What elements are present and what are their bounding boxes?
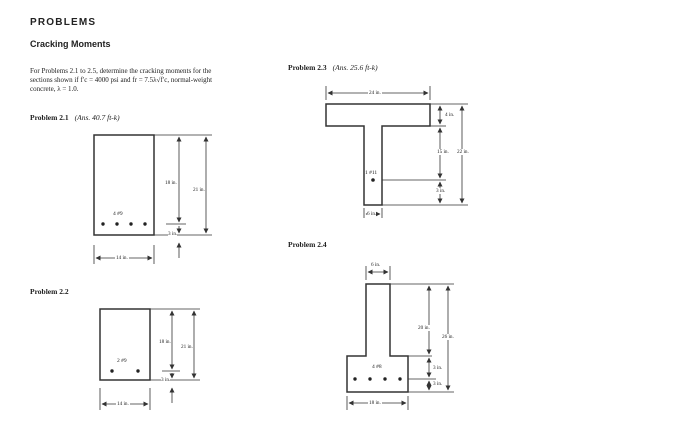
beam-2-4-cover-bot-dim: 3 in. <box>433 381 443 387</box>
intro-line-2: sections shown if f′c = 4000 psi and fr … <box>30 76 213 84</box>
beam-2-4-section <box>346 283 409 393</box>
beam-2-3-flange-width-dim: 24 in. <box>368 90 382 96</box>
beam-2-3-web-width-dim: 6 in. <box>367 211 377 217</box>
beam-2-3-section <box>325 103 431 206</box>
beam-2-2-width-dim: 14 in. <box>116 401 130 407</box>
problem-2-2-label: Problem 2.2 <box>30 287 69 296</box>
beam-2-4-rebar <box>353 377 402 381</box>
beam-2-4-base-width-dim: 18 in. <box>368 400 382 406</box>
problem-2-1-label: Problem 2.1(Ans. 40.7 ft-k) <box>30 113 120 122</box>
beam-2-1-rebar <box>101 222 147 226</box>
beam-2-3-d-dim: 15 in. <box>437 149 449 155</box>
beam-2-1-cover-dim: 3 in. <box>168 231 178 237</box>
problem-2-1-answer: (Ans. 40.7 ft-k) <box>74 113 120 122</box>
beam-2-4-web-width-dim: 6 in. <box>371 262 381 268</box>
beam-2-4-cover-top-dim: 3 in. <box>433 365 443 371</box>
beam-2-2-cover-dim: 3 in. <box>161 377 171 383</box>
beam-2-2-bar-label: 2 #9 <box>117 358 127 364</box>
intro-line-1: For Problems 2.1 to 2.5, determine the c… <box>30 67 212 75</box>
problem-2-4-label: Problem 2.4 <box>288 240 327 249</box>
beam-2-4-bar-label: 4 #8 <box>372 364 382 370</box>
beam-2-3-h-dim: 22 in. <box>457 149 469 155</box>
beam-2-1-h-dim: 21 in. <box>193 187 205 193</box>
beam-2-1-bar-label: 4 #9 <box>113 211 123 217</box>
beam-2-3-rebar <box>371 178 375 182</box>
beam-2-2-h-dim: 21 in. <box>181 344 193 350</box>
section-title: PROBLEMS <box>30 17 97 28</box>
beam-2-2-section <box>99 308 151 381</box>
beam-2-3-flange-thk-dim: 4 in. <box>445 112 455 118</box>
beam-2-1-d-dim: 18 in. <box>165 180 177 186</box>
subsection-title: Cracking Moments <box>30 39 111 49</box>
beam-2-3-cover-dim: 3 in. <box>436 188 446 194</box>
beam-2-1-section <box>93 134 155 236</box>
intro-paragraph: For Problems 2.1 to 2.5, determine the c… <box>30 67 285 94</box>
beam-2-1-width-dim: 14 in. <box>115 255 129 261</box>
beam-2-2-rebar <box>110 369 140 373</box>
problem-2-3-label: Problem 2.3(Ans. 25.6 ft-k) <box>288 63 378 72</box>
problem-2-3-answer: (Ans. 25.6 ft-k) <box>332 63 378 72</box>
beam-2-4-h-dim: 26 in. <box>442 334 454 340</box>
beam-2-3-bar-label: 1 #11 <box>365 170 378 176</box>
beam-2-2-d-dim: 18 in. <box>159 339 171 345</box>
intro-line-3: concrete, λ = 1.0. <box>30 85 79 93</box>
beam-2-4-web-height-dim: 20 in. <box>418 325 430 331</box>
